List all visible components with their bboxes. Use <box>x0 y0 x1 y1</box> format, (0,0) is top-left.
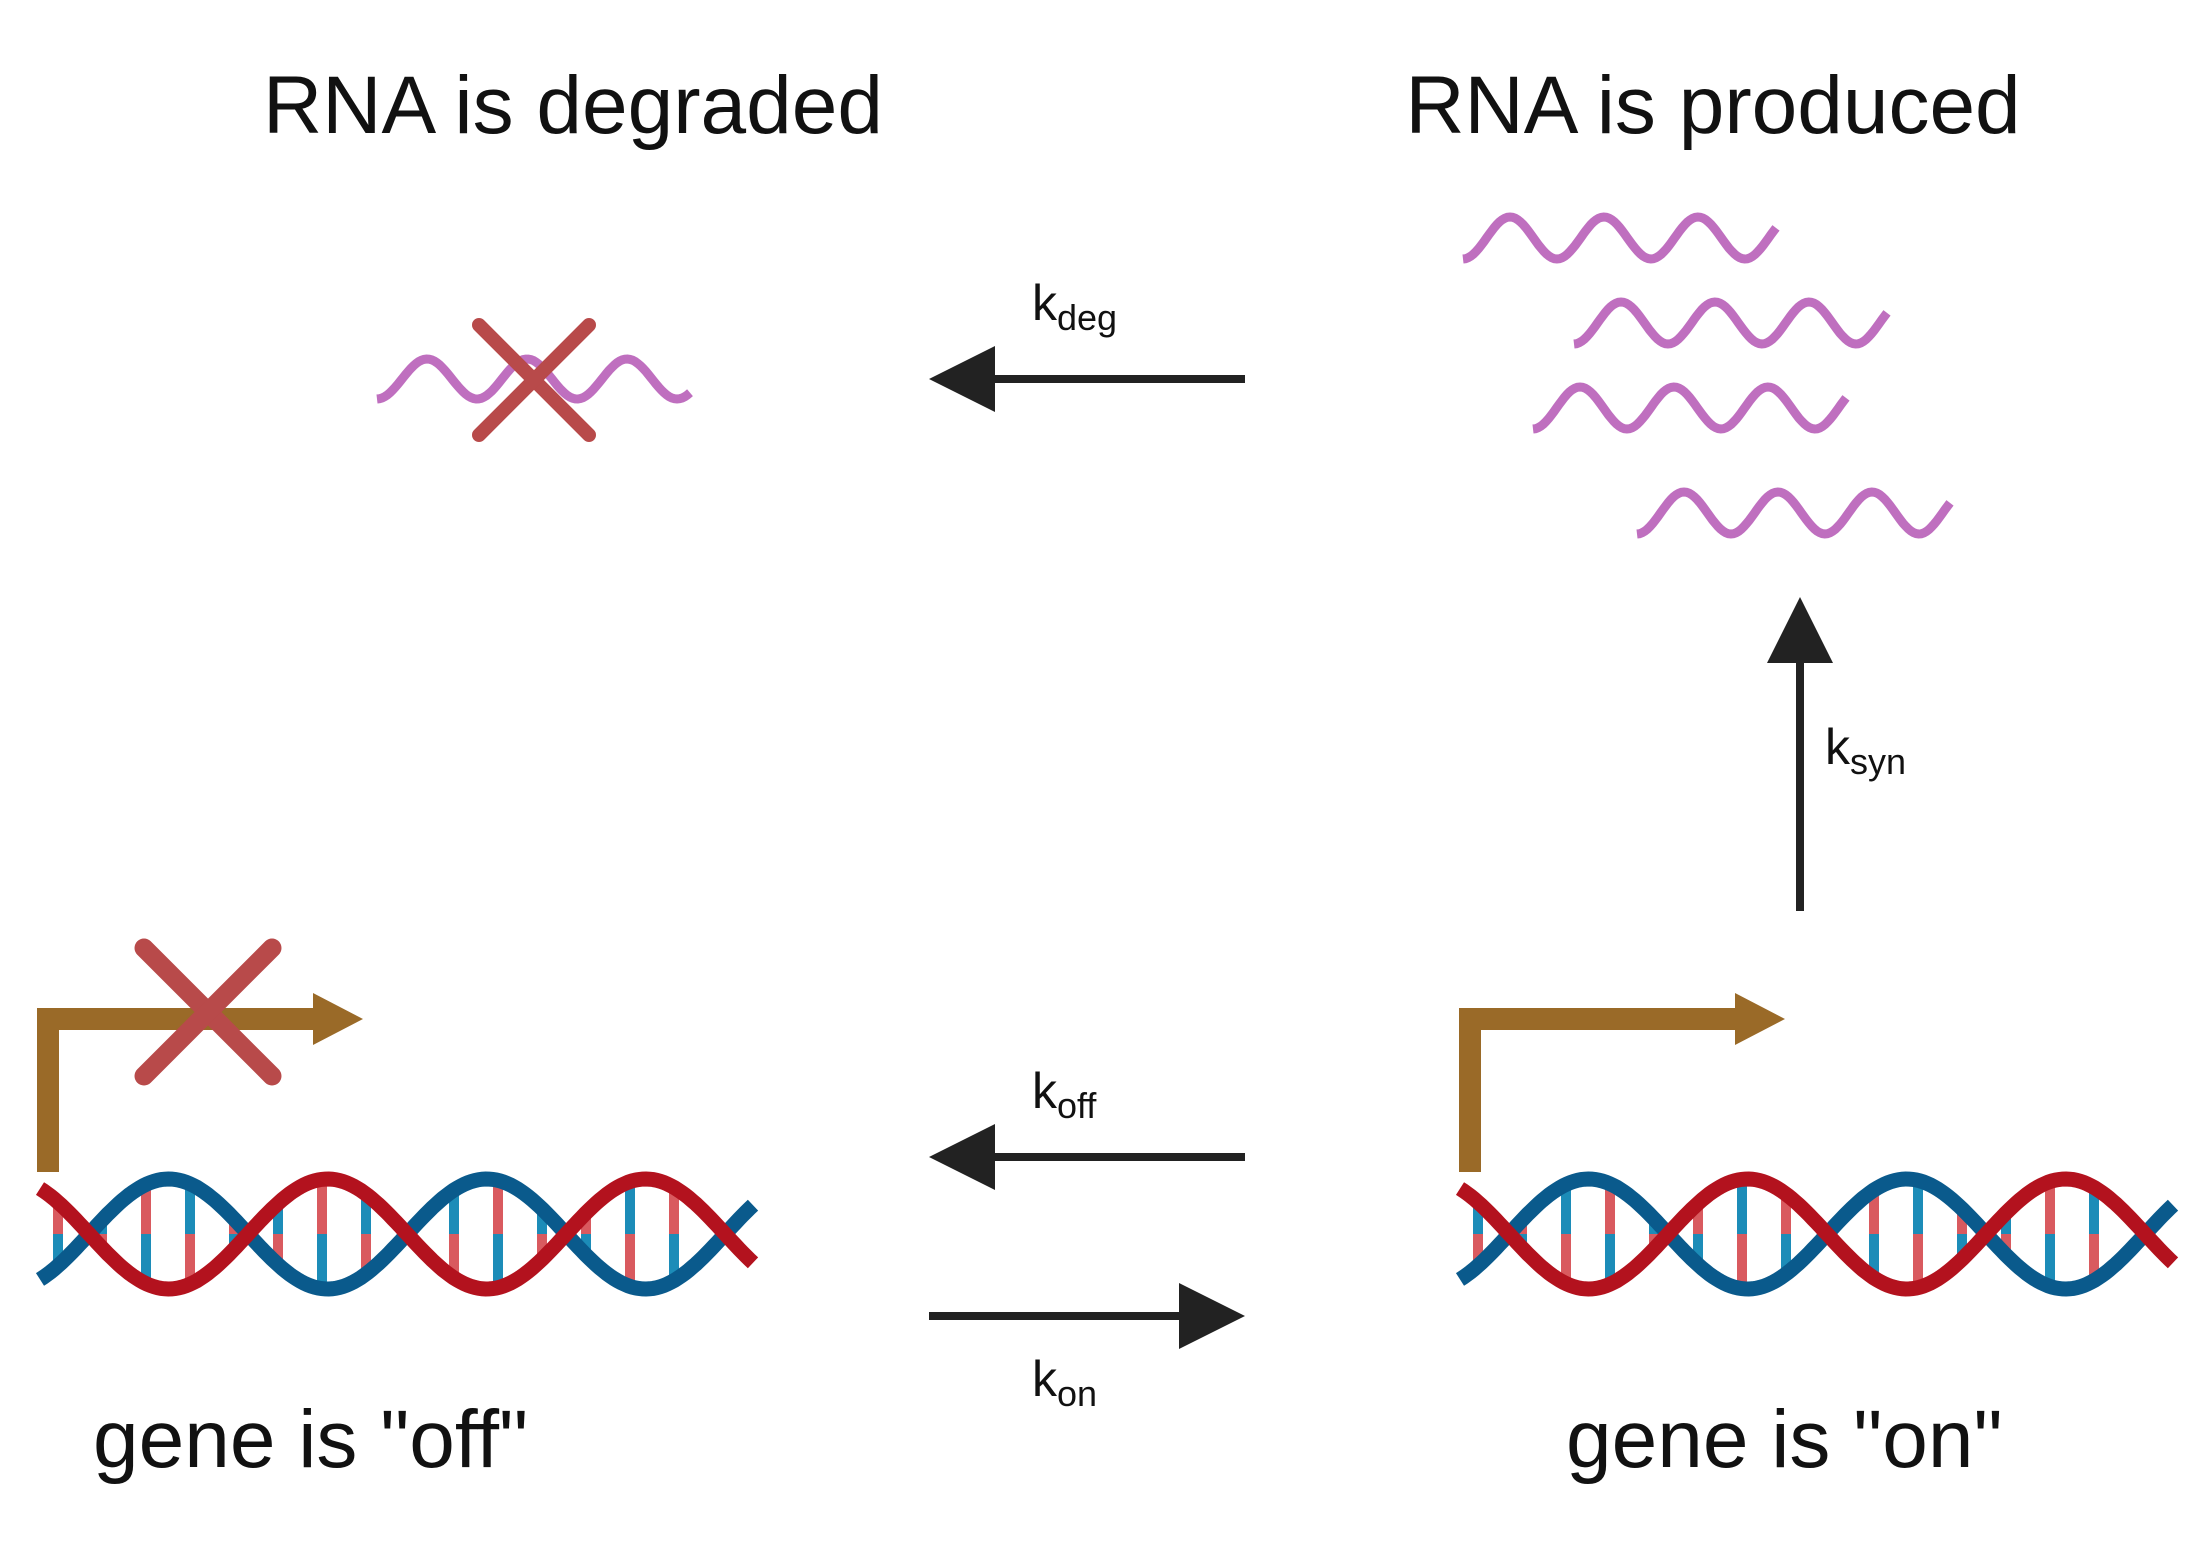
kon-sub: on <box>1057 1373 1097 1414</box>
koff-sub: off <box>1057 1085 1097 1126</box>
kon-arrow <box>929 1283 1245 1349</box>
rna-strand-icon <box>1573 297 1891 349</box>
koff-label: koff <box>1032 1063 1097 1126</box>
ksyn-arrow <box>1767 597 1833 911</box>
kon-main: k <box>1032 1351 1058 1407</box>
kon-label: kon <box>1032 1351 1097 1414</box>
dna-strand-blue <box>35 1171 759 1297</box>
dna-strand-blue <box>1455 1171 2179 1297</box>
dna-strand-red <box>35 1171 759 1297</box>
ksyn-main: k <box>1825 719 1851 775</box>
promoter-arrow-icon <box>1459 993 1785 1172</box>
rna-strand-icon <box>1636 487 1954 539</box>
kdeg-main: k <box>1032 275 1058 331</box>
rna-strand-icon <box>1462 212 1780 264</box>
produced-rna-group <box>1462 212 1954 539</box>
ksyn-sub: syn <box>1850 741 1906 782</box>
cross-mark-icon <box>472 318 596 442</box>
koff-main: k <box>1032 1063 1058 1119</box>
title-rna-produced: RNA is produced <box>1405 60 2020 151</box>
kdeg-label: kdeg <box>1032 275 1117 338</box>
kdeg-arrow <box>929 346 1245 412</box>
gene-on-group <box>1455 993 2179 1297</box>
koff-arrow <box>929 1124 1245 1190</box>
dna-double-helix-icon <box>1455 1171 2179 1297</box>
ksyn-label: ksyn <box>1825 719 1906 782</box>
title-rna-degraded: RNA is degraded <box>263 60 883 151</box>
kdeg-sub: deg <box>1057 297 1117 338</box>
promoter-arrow-icon <box>37 993 363 1172</box>
rna-strand-icon <box>376 354 693 404</box>
rna-strand-icon <box>1532 382 1850 434</box>
label-gene-off: gene is "off" <box>93 1394 528 1485</box>
degraded-rna-group <box>376 318 693 442</box>
cross-mark-icon <box>134 938 282 1086</box>
gene-off-group <box>35 938 759 1297</box>
label-gene-on: gene is "on" <box>1566 1394 2003 1485</box>
dna-strand-red <box>1455 1171 2179 1297</box>
dna-double-helix-icon <box>35 1171 759 1297</box>
